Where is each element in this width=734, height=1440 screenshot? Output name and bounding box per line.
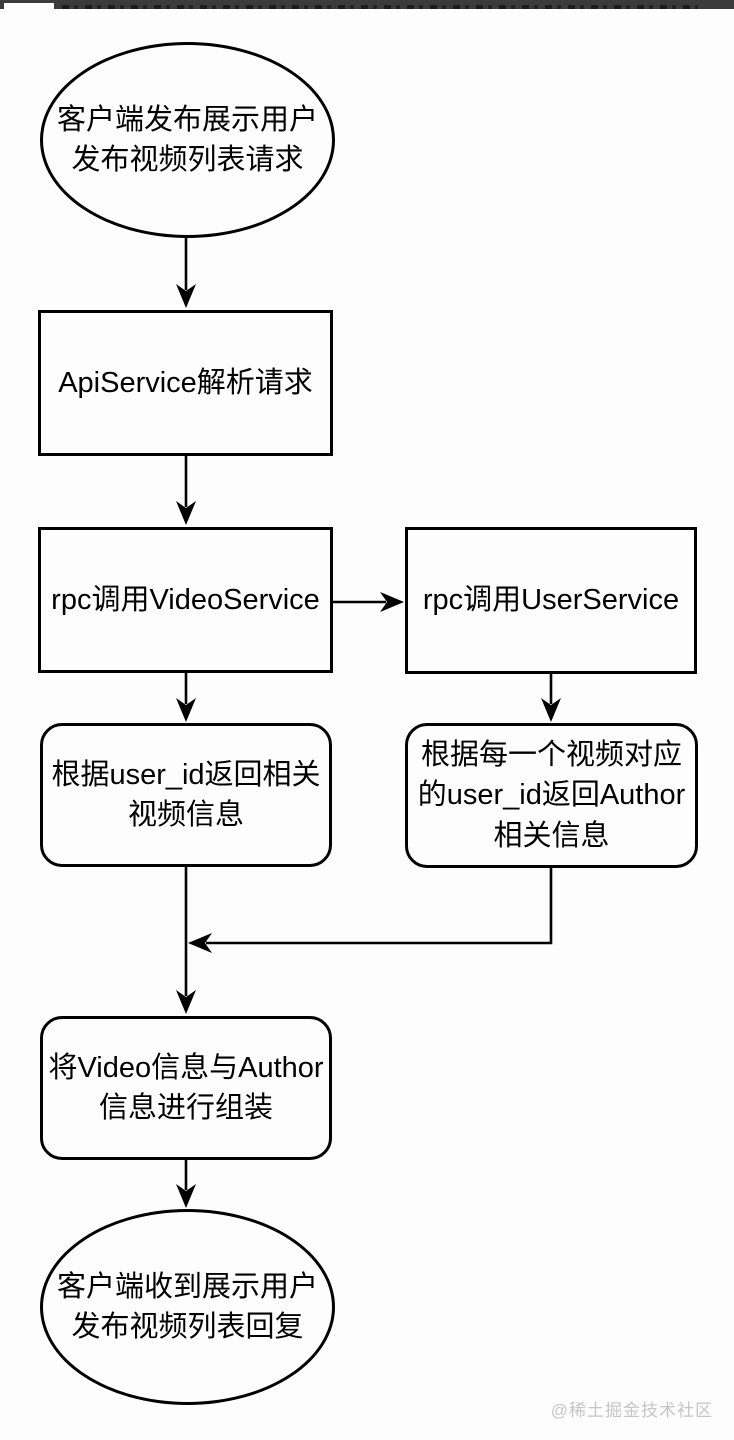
title-bar-text-fragments — [62, 5, 698, 9]
api-service-node: ApiService解析请求 — [38, 310, 333, 456]
author-info-node: 根据每一个视频对应 的user_id返回Author 相关信息 — [405, 723, 698, 868]
rpc-user-service-node: rpc调用UserService — [405, 527, 697, 674]
title-bar-notch — [4, 3, 54, 9]
rpc-user-service-node-label: rpc调用UserService — [422, 584, 680, 617]
edge-rpcuser-authorinfo — [541, 674, 561, 722]
assemble-node-label: 将Video信息与Author 信息进行组装 — [48, 1051, 324, 1124]
edge-authorinfo-junction — [188, 868, 553, 953]
edge-start-api — [176, 237, 196, 308]
api-service-node-label: ApiService解析请求 — [58, 366, 313, 399]
edge-assemble-end — [176, 1160, 196, 1208]
start-node: 客户端发布展示用户 发布视频列表请求 — [40, 42, 335, 238]
start-node-label: 客户端发布展示用户 发布视频列表请求 — [56, 103, 318, 176]
rpc-video-service-node-label: rpc调用VideoService — [51, 583, 320, 616]
assemble-node: 将Video信息与Author 信息进行组装 — [40, 1016, 332, 1160]
end-node-label: 客户端收到展示用户 发布视频列表回复 — [56, 1270, 318, 1343]
video-info-node: 根据user_id返回相关 视频信息 — [40, 723, 332, 867]
watermark: @稀土掘金技术社区 — [550, 1401, 713, 1420]
edge-videoinfo-assemble — [176, 867, 196, 1014]
end-node: 客户端收到展示用户 发布视频列表回复 — [40, 1209, 335, 1405]
cropped-title-bar — [0, 0, 734, 9]
edge-rpcvideo-rpcuser — [333, 592, 404, 612]
video-info-node-label: 根据user_id返回相关 视频信息 — [51, 758, 321, 831]
edge-rpcvideo-videoinfo — [176, 673, 196, 722]
author-info-node-label: 根据每一个视频对应 的user_id返回Author 相关信息 — [417, 739, 686, 852]
rpc-video-service-node: rpc调用VideoService — [38, 527, 333, 673]
edge-api-rpcvideo — [176, 456, 196, 525]
